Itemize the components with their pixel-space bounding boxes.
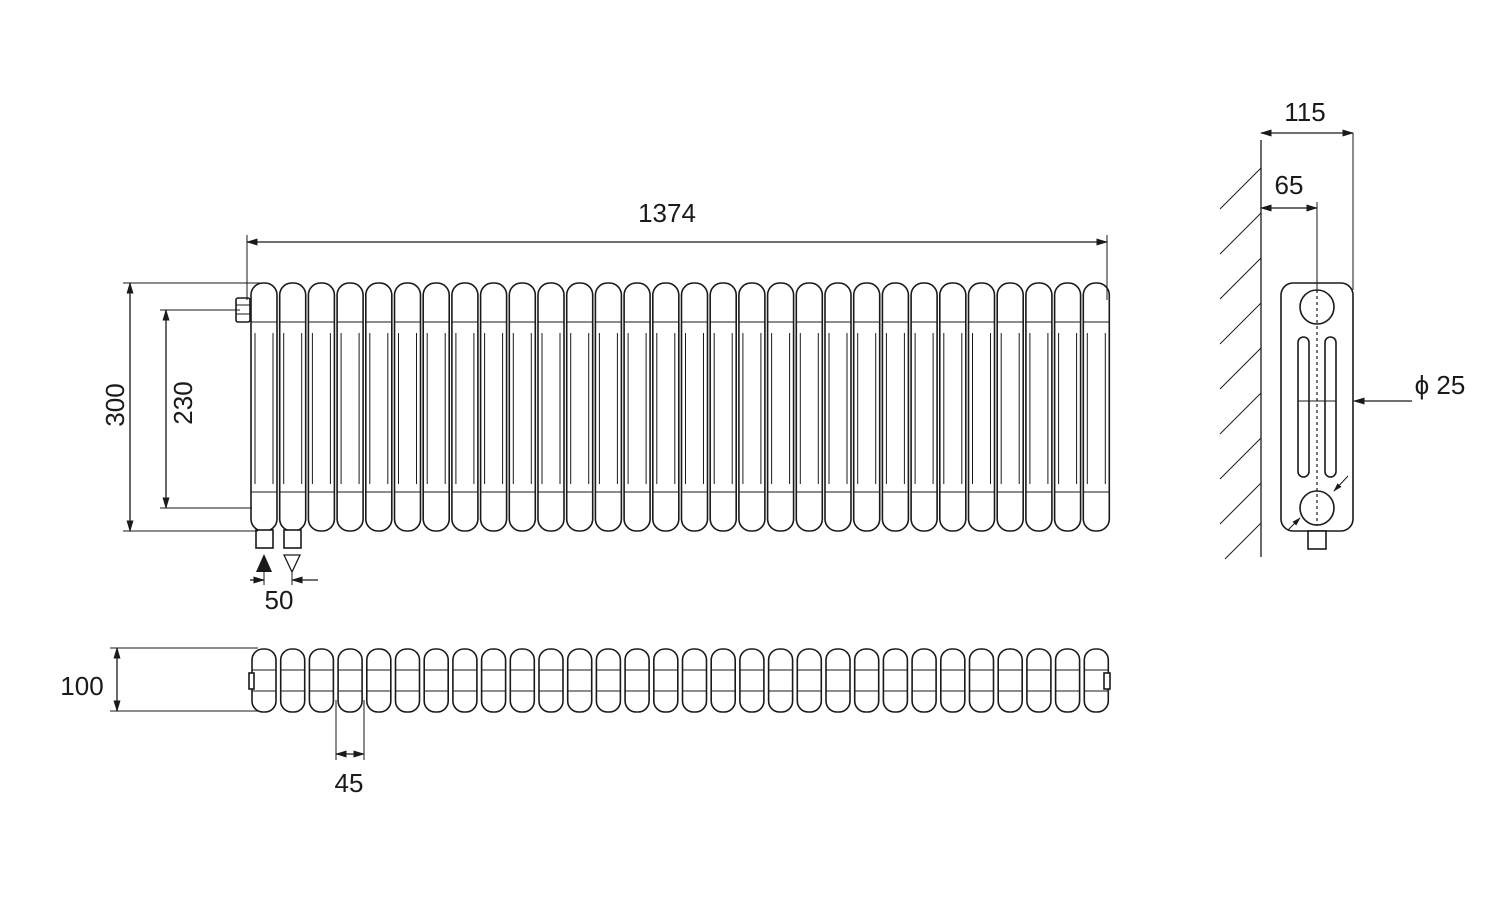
top-column-section xyxy=(882,648,909,713)
front-column-section xyxy=(1082,282,1111,532)
top-column-section xyxy=(652,648,679,713)
total-length-label: 1374 xyxy=(638,198,696,228)
top-column-section xyxy=(337,648,363,713)
flow-arrow-filled-icon xyxy=(256,554,272,572)
valve-icon xyxy=(235,297,251,323)
dimension-pipe-spacing: 50 xyxy=(250,572,318,615)
top-column-section xyxy=(939,648,966,713)
front-column-section xyxy=(307,282,336,532)
end-cap xyxy=(1103,672,1111,690)
top-column-section xyxy=(767,648,794,713)
return-arrow-outline-icon xyxy=(282,554,302,574)
top-view: 100 45 xyxy=(60,646,1111,798)
front-view: 1374 300 230 50 xyxy=(100,198,1111,615)
front-column-section xyxy=(479,282,508,532)
front-column-section xyxy=(881,282,910,532)
front-column-section xyxy=(1053,282,1082,532)
top-column-section xyxy=(853,648,880,713)
bottom-pipe-stub xyxy=(1307,530,1327,550)
top-column-section xyxy=(595,648,622,713)
front-column-section xyxy=(336,282,364,532)
top-pipe-circle xyxy=(1299,289,1335,325)
pipe-centres-label: 230 xyxy=(168,381,198,424)
dimension-section-width: 45 xyxy=(335,700,366,798)
top-column-section xyxy=(968,648,995,713)
front-column-section xyxy=(278,282,307,532)
front-column-section xyxy=(795,282,824,532)
front-columns xyxy=(250,282,1111,532)
slot-left xyxy=(1297,336,1310,478)
top-column-section xyxy=(452,648,478,713)
section-width-label: 45 xyxy=(335,768,364,798)
top-column-section xyxy=(997,648,1024,713)
dimension-pipe-centres: 230 xyxy=(160,308,252,510)
dimension-height: 300 xyxy=(100,281,260,533)
top-column-section xyxy=(251,648,277,713)
front-column-section xyxy=(852,282,881,532)
pipe-diameter-label: ϕ 25 xyxy=(1415,370,1466,400)
dimension-wall-to-centre: 65 xyxy=(1259,170,1319,290)
top-column-section xyxy=(710,648,737,713)
front-column-section xyxy=(508,282,537,532)
top-column-section xyxy=(279,648,306,713)
wall-hatch xyxy=(1219,140,1262,560)
front-column-section xyxy=(824,282,852,532)
top-column-section xyxy=(394,648,421,713)
front-column-section xyxy=(451,282,479,532)
depth-label: 100 xyxy=(60,671,103,701)
pipe-connections xyxy=(255,529,302,549)
front-column-section xyxy=(537,282,565,532)
side-view: 115 65 ϕ 25 xyxy=(1219,97,1466,560)
top-column-section xyxy=(1026,648,1052,713)
end-cap-left xyxy=(248,672,255,690)
front-column-section xyxy=(738,282,766,532)
front-column-section xyxy=(565,282,594,532)
dimension-pipe-diameter: ϕ 25 xyxy=(1287,370,1466,531)
top-column-section xyxy=(681,648,708,713)
top-column-section xyxy=(624,648,650,713)
slot-right xyxy=(1324,336,1337,478)
top-column-section xyxy=(538,648,564,713)
front-column-section xyxy=(996,282,1025,532)
front-column-section xyxy=(910,282,938,532)
top-column-section xyxy=(796,648,823,713)
top-columns xyxy=(251,648,1110,713)
front-column-section xyxy=(680,282,709,532)
top-column-section xyxy=(1083,648,1110,713)
dimension-total-length: 1374 xyxy=(245,198,1109,300)
top-column-section xyxy=(509,648,536,713)
front-column-section xyxy=(709,282,738,532)
front-column-section xyxy=(967,282,996,532)
dimension-side-depth: 115 xyxy=(1259,97,1355,290)
top-column-section xyxy=(739,648,765,713)
top-column-section xyxy=(825,648,851,713)
dimension-depth-top: 100 xyxy=(60,646,258,713)
top-column-section xyxy=(423,648,450,713)
front-column-section xyxy=(364,282,393,532)
front-column-section xyxy=(938,282,967,532)
top-column-section xyxy=(1054,648,1081,713)
front-column-section xyxy=(422,282,451,532)
front-column-section xyxy=(1025,282,1053,532)
height-label: 300 xyxy=(100,383,130,426)
top-column-section xyxy=(308,648,335,713)
pipe-spacing-label: 50 xyxy=(265,585,294,615)
front-column-section xyxy=(766,282,795,532)
front-column-section xyxy=(250,282,278,532)
top-column-section xyxy=(365,648,392,713)
top-column-section xyxy=(480,648,507,713)
top-column-section xyxy=(566,648,593,713)
front-column-section xyxy=(651,282,680,532)
front-column-section xyxy=(393,282,422,532)
front-column-section xyxy=(594,282,623,532)
wall-to-centre-label: 65 xyxy=(1275,170,1304,200)
front-column-section xyxy=(623,282,651,532)
top-column-section xyxy=(911,648,937,713)
side-depth-label: 115 xyxy=(1284,97,1325,127)
